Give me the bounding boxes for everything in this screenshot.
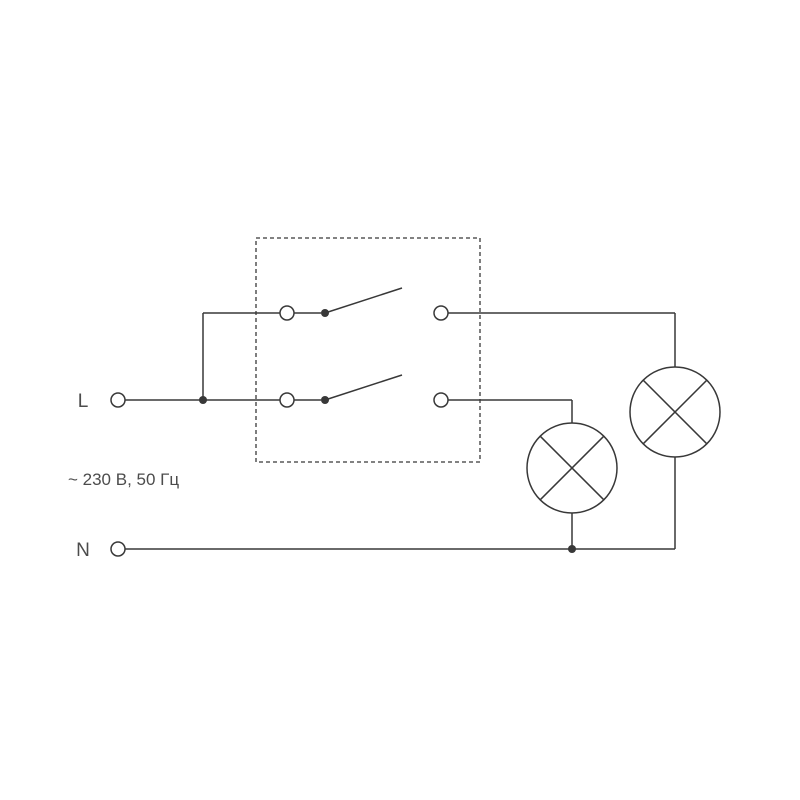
lamp-1-cross-line-2: [539, 435, 605, 501]
lamp-1-icon: [526, 422, 618, 514]
switch-1: [279, 287, 449, 321]
neutral-terminal-icon: [110, 541, 126, 557]
switch-1-lever: [324, 287, 403, 314]
switch-1-input-terminal-icon: [279, 305, 295, 321]
lamp-2-cross-line-2: [642, 379, 708, 445]
switch-enclosure-outline: [255, 237, 481, 463]
voltage-rating-label: ~ 230 В, 50 Гц: [68, 470, 179, 489]
neutral-junction-dot: [568, 545, 576, 553]
switch-2: [279, 374, 449, 408]
switch-2-lever: [324, 374, 403, 401]
switch-2-input-terminal-icon: [279, 392, 295, 408]
switch-2-output-terminal-icon: [433, 392, 449, 408]
lamp-2-icon: [629, 366, 721, 458]
live-line-label: L: [78, 391, 89, 412]
switch-1-output-terminal-icon: [433, 305, 449, 321]
live-terminal-icon: [110, 392, 126, 408]
neutral-line-label: N: [76, 540, 90, 561]
